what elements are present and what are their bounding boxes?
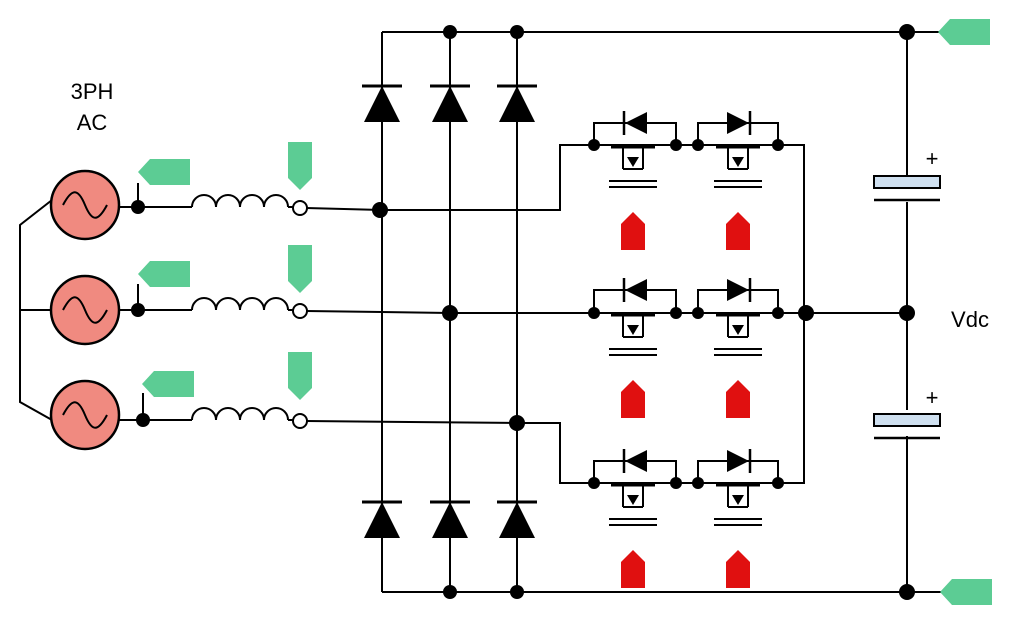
gate-signal-icon [621,212,645,250]
diode-bottom-b [428,500,472,540]
probe-node [292,200,308,216]
switch-cell-b [572,276,907,418]
diode-icon [622,276,649,304]
vdc-label: Vdc [951,307,989,332]
inductor-b [191,297,289,311]
diode-icon [622,447,649,475]
node-dot [798,305,814,321]
diode-icon [622,109,649,137]
tag-icon [288,352,312,400]
inductor-c [191,407,289,421]
capacitor-top [873,175,941,189]
tag-icon [288,142,312,190]
tag-icon [288,245,312,293]
mosfet-icon [607,483,659,527]
gate-signal-icon [726,380,750,418]
diode-bottom-c [495,500,539,540]
tag-icon [138,159,190,185]
sine-icon [62,191,108,219]
diode-top-c [495,84,539,124]
ac-source-c [49,379,121,451]
diode-bottom-a [360,500,404,540]
sine-icon [62,296,108,324]
gate-signal-icon [621,380,645,418]
plus-sign-top: + [926,146,939,171]
probe-node [292,413,308,429]
tag-icon [138,261,190,287]
sine-icon [62,401,108,429]
dc-capacitors [873,32,941,592]
source-label-line1: 3PH [71,79,114,104]
phase-wiring [119,144,572,484]
switch-cell-a [572,109,804,250]
diode-icon [725,109,752,137]
mosfet-icon [607,313,659,357]
diode-top-a [360,84,404,124]
inductor-a [191,194,289,208]
mosfet-icon [607,145,659,189]
diode-top-b [428,84,472,124]
source-neutral [19,199,53,421]
gate-signal-icon [726,212,750,250]
plus-sign-bottom: + [926,385,939,410]
bus-nodes [372,24,915,600]
probe-node [292,303,308,319]
diode-icon [725,447,752,475]
gate-signal-icon [726,550,750,588]
ac-source-b [49,274,121,346]
diode-icon [725,276,752,304]
tag-icon [940,579,992,605]
source-label-line2: AC [77,110,108,135]
gate-signal-icon [621,550,645,588]
tag-icon [142,371,194,397]
tag-icon [938,19,990,45]
switch-cell-c [572,447,804,588]
mosfet-icon [712,483,764,527]
mosfet-icon [712,145,764,189]
capacitor-bottom [873,413,941,427]
mosfet-icon [712,313,764,357]
ac-source-a [49,169,121,241]
